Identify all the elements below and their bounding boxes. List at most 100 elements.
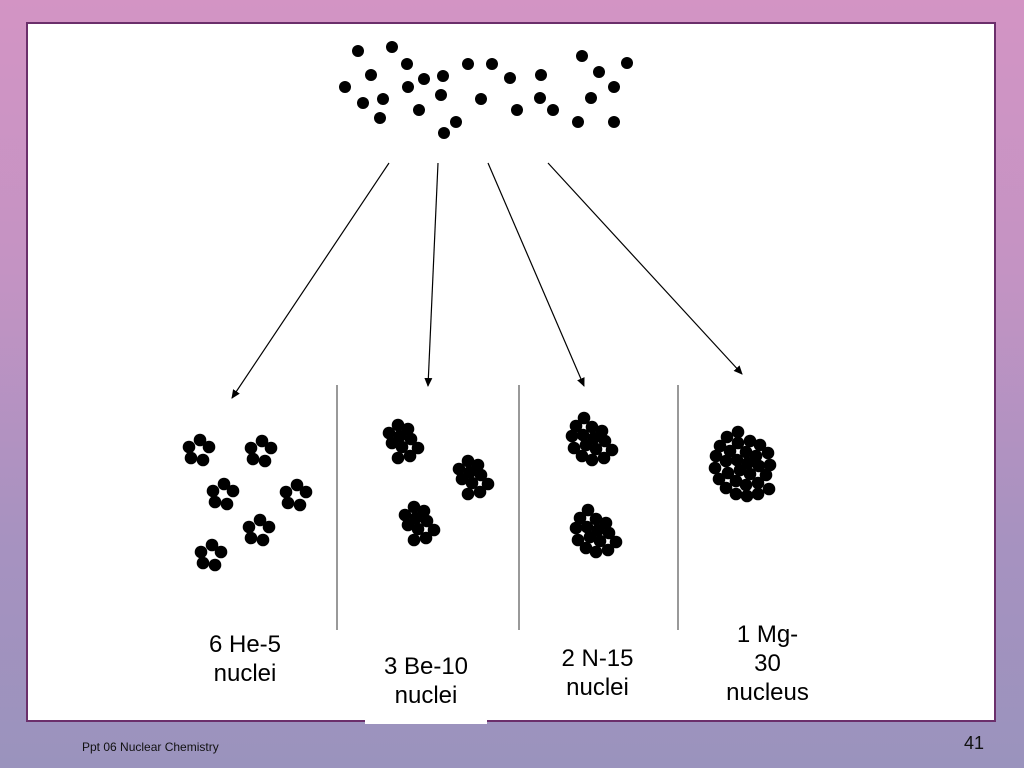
nucleon [411,441,425,455]
nucleon [573,511,587,525]
nucleon [255,434,269,448]
nucleon [759,468,773,482]
nucleon [752,459,766,473]
nucleon [580,520,594,534]
nucleon [419,531,433,545]
free-nucleon [413,104,425,116]
nucleus-clusters [182,411,777,572]
free-nucleon [504,72,516,84]
nucleon [196,556,210,570]
nucleon [279,485,293,499]
free-nucleon [621,57,633,69]
nucleon [597,451,611,465]
nucleon [577,411,591,425]
nucleon [427,523,441,537]
nucleon [581,503,595,517]
nucleon [731,436,745,450]
nucleus [382,418,425,465]
slide-panel [26,22,996,722]
nucleon [258,454,272,468]
free-nucleon [608,81,620,93]
free-nucleon [534,92,546,104]
nucleon [751,476,765,490]
fusion-arrow [231,162,390,399]
free-nucleon [352,45,364,57]
nucleon [753,438,767,452]
nucleon [385,436,399,450]
free-nucleon [401,58,413,70]
free-nucleon [535,69,547,81]
nucleon [407,533,421,547]
nucleon [589,442,603,456]
nucleon [461,454,475,468]
nucleus [206,477,240,511]
nucleus [565,411,619,467]
n15-group [565,411,623,559]
nucleon [749,449,763,463]
nucleon [214,545,228,559]
nucleon [206,484,220,498]
nucleon [739,445,753,459]
nucleon [571,533,585,547]
free-nucleon [365,69,377,81]
free-nucleon [377,93,389,105]
nucleus [279,478,313,512]
free-nucleon [593,66,605,78]
free-nucleon [357,97,369,109]
free-nucleon [418,73,430,85]
nucleon [730,453,744,467]
nucleon [184,451,198,465]
nucleon [579,438,593,452]
nucleon [420,514,434,528]
nucleon [743,434,757,448]
free-nucleon [438,127,450,139]
nucleon [601,543,615,557]
nucleon [762,482,776,496]
mg30-group [708,425,777,503]
nucleon [761,446,775,460]
nucleon [391,418,405,432]
nucleon [712,472,726,486]
label-n15: 2 N-15 nuclei [561,645,634,701]
nucleus [452,454,495,501]
free-nucleon [339,81,351,93]
fusion-arrow [424,162,439,387]
nucleus [182,433,216,467]
be10-group [382,418,495,547]
nucleon [417,504,431,518]
nucleon [401,518,415,532]
nucleon [194,545,208,559]
nucleus [194,538,228,572]
page-number: 41 [964,733,985,753]
nucleus [398,500,441,547]
free-nucleon [374,112,386,124]
nucleon [290,478,304,492]
nucleon [281,496,295,510]
nucleon [226,484,240,498]
label-mg30: 1 Mg- 30 nucleus [726,621,809,706]
nucleon [196,453,210,467]
nucleon [723,444,737,458]
nucleon [729,487,743,501]
nucleon [253,513,267,527]
nucleon [593,534,607,548]
nucleon [193,433,207,447]
group-dividers [336,385,679,630]
arrows [231,162,743,399]
nucleon [713,439,727,453]
nucleon [473,485,487,499]
nucleon [246,452,260,466]
nucleon [721,466,735,480]
nucleon [217,477,231,491]
footer-text: Ppt 06 Nuclear Chemistry [82,740,219,754]
nucleon [602,526,616,540]
free-nucleon [435,89,447,101]
free-nucleon [608,116,620,128]
nucleon [740,489,754,503]
nucleon [382,426,396,440]
free-nucleon [437,70,449,82]
free-nucleon [450,116,462,128]
nucleon [763,458,777,472]
nucleon [411,522,425,536]
nucleon [202,440,216,454]
